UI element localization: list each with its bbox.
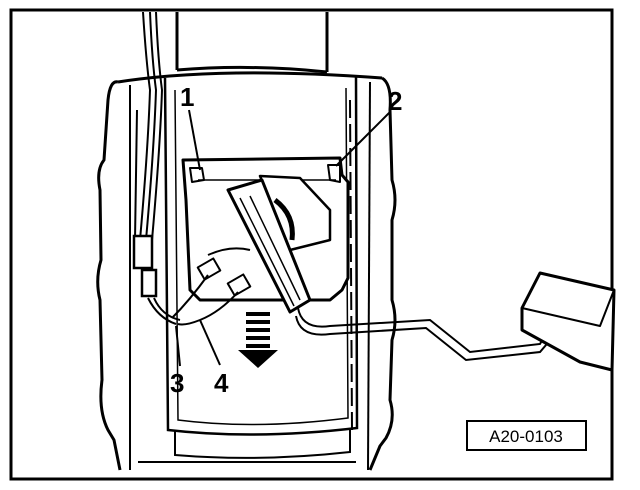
wiring-harness: [132, 11, 181, 325]
callout-4: 4: [214, 368, 229, 398]
callout-3: 3: [170, 368, 184, 398]
leader-line-3: [175, 325, 181, 367]
tank-opening-recess: [163, 75, 359, 459]
float-arm: [295, 307, 553, 362]
leader-line-4: [199, 319, 221, 366]
tank-body: [96, 71, 397, 471]
fuel-gauge-sender: [181, 156, 350, 314]
connector-plug-icon: [132, 234, 154, 270]
figure-ref-box: [466, 420, 587, 451]
figure-ref-label: A20-0103: [489, 427, 563, 446]
fuel-filler-neck: [175, 12, 329, 74]
fuel-float: [520, 271, 616, 372]
leader-line-1: [188, 109, 201, 171]
pull-direction-arrow-icon: [238, 312, 278, 368]
callout-2: 2: [388, 86, 402, 116]
leader-line-2: [335, 111, 391, 167]
leader-lines: [175, 109, 391, 367]
callout-1: 1: [180, 82, 194, 112]
